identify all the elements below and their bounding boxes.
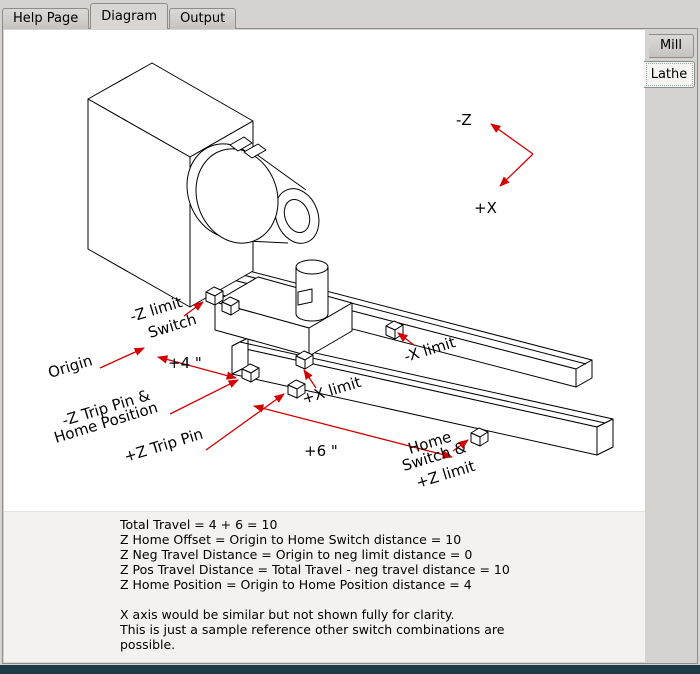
home-switch-leader-arrow: [452, 439, 469, 452]
lathe-diagram: -Z +X -Z limit Switch Origin +4 " -Z Tri…: [46, 62, 614, 492]
tab-mill[interactable]: Mill: [649, 34, 694, 58]
neg-x-limit-leader-arrow: [397, 332, 415, 346]
origin-label: Origin: [46, 351, 95, 381]
pos-x-limit-leader-arrow: [303, 369, 317, 389]
dim-4-label: +4 ": [168, 354, 202, 372]
note-total-travel: Total Travel = 4 + 6 = 10: [120, 517, 278, 532]
carriage: [214, 259, 353, 357]
dim-4-arrows: [156, 355, 238, 380]
content-frame: -Z +X -Z limit Switch Origin +4 " -Z Tri…: [2, 28, 698, 664]
note-neg-travel: Z Neg Travel Distance = Origin to neg li…: [120, 547, 473, 562]
neg-x-limit-block: [385, 320, 404, 340]
note-sample-ref-2: possible.: [120, 637, 176, 652]
dim-6-arrows: [252, 404, 454, 459]
pos-z-trip-pin-block: [287, 379, 306, 399]
motor-tab-2: [243, 143, 267, 159]
pos-x-limit-block: [295, 350, 314, 370]
note-spacer: [120, 592, 645, 607]
machine-drawing: [87, 62, 614, 456]
pos-x-axis-arrow: [499, 153, 534, 187]
machine-type-tabs: Mill Lathe: [644, 34, 699, 91]
main-tabbar: Help Page Diagram Output: [0, 0, 700, 29]
pos-z-trip-leader-arrow: [205, 393, 285, 451]
neg-z-axis-arrow: [490, 123, 534, 155]
spindle-motor: [186, 136, 320, 244]
note-sample-ref-1: This is just a sample reference other sw…: [120, 622, 505, 637]
neg-z-switch-leader-arrow: [183, 301, 204, 317]
pos-z-trip-label: +Z Trip Pin: [122, 425, 205, 466]
diagram-panel: -Z +X -Z limit Switch Origin +4 " -Z Tri…: [4, 30, 645, 662]
tab-lathe[interactable]: Lathe: [644, 61, 695, 88]
dim-6-label: +6 ": [304, 442, 338, 460]
bottom-strip: [0, 665, 700, 674]
note-pos-travel: Z Pos Travel Distance = Total Travel - n…: [120, 562, 510, 577]
pos-x-axis-label: +X: [474, 199, 497, 217]
tool-post-top: [295, 259, 329, 275]
neg-z-limit-switch-block: [205, 286, 240, 316]
neg-z-axis-label: -Z: [456, 111, 472, 129]
notes-block: Total Travel = 4 + 6 = 10 Z Home Offset …: [4, 511, 645, 662]
tab-help-page[interactable]: Help Page: [2, 8, 90, 29]
neg-z-trip-leader-arrow: [169, 379, 239, 415]
annotations: [99, 123, 534, 459]
origin-leader-arrow: [99, 347, 145, 369]
tab-output[interactable]: Output: [169, 8, 237, 29]
home-switch-block: [470, 427, 489, 447]
note-home-offset: Z Home Offset = Origin to Home Switch di…: [120, 532, 462, 547]
note-home-position: Z Home Position = Origin to Home Positio…: [120, 577, 472, 592]
tab-diagram[interactable]: Diagram: [90, 3, 169, 29]
motor-tab-1: [229, 136, 253, 152]
note-x-axis: X axis would be similar but not shown fu…: [120, 607, 455, 622]
tool-post-clamp: [297, 288, 313, 306]
neg-z-trip-pin-block: [241, 363, 260, 383]
